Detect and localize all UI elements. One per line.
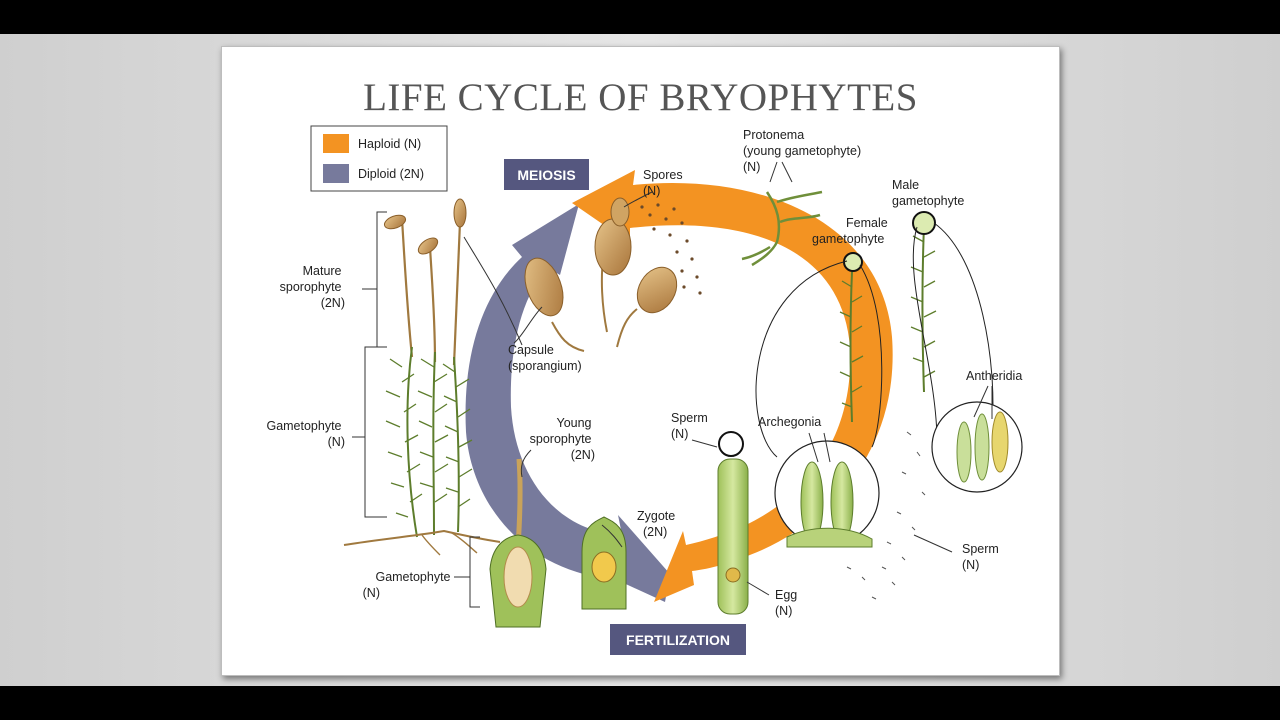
meiosis-label: MEIOSIS <box>517 167 575 183</box>
slide-title: LIFE CYCLE OF BRYOPHYTES <box>363 76 918 119</box>
male-gametophyte-illustration <box>910 211 937 393</box>
legend: Haploid (N) Diploid (2N) <box>310 125 448 192</box>
female-gametophyte-illustration <box>839 252 864 423</box>
antheridia-label: Antheridia <box>966 369 1022 383</box>
zygote-label: Zygote (2N) <box>637 509 679 539</box>
protonema-label: Protonema (young gametophyte) (N) <box>743 128 865 174</box>
spores-label: Spores (N) <box>643 168 686 198</box>
egg-archegonium-illustration <box>717 431 749 615</box>
spore-dots <box>640 203 702 295</box>
young-sporophyte-label: Young sporophyte (2N) <box>530 416 595 462</box>
meiosis-stage: MEIOSIS <box>504 159 589 190</box>
gametophyte-left-illustration <box>343 346 501 556</box>
mature-sporophyte-label: Mature sporophyte (2N) <box>280 264 345 310</box>
legend-diploid-label: Diploid (2N) <box>358 167 424 181</box>
male-gametophyte-label: Male gametophyte <box>892 178 964 208</box>
scattered-sperm <box>846 431 926 600</box>
text-labels: Protonema (young gametophyte) (N) Spores… <box>266 128 1022 618</box>
protonema-illustration <box>741 190 823 267</box>
capsule-illustration <box>524 197 678 352</box>
zygote-illustration <box>581 516 627 610</box>
female-gametophyte-label: Female gametophyte <box>812 216 891 246</box>
egg-label: Egg (N) <box>775 588 801 618</box>
meiosis-box <box>504 159 589 190</box>
young-sporophyte-illustration <box>489 458 547 628</box>
fertilization-box <box>610 624 746 655</box>
slide: LIFE CYCLE OF BRYOPHYTES Haploid (N) <box>221 46 1060 676</box>
leader-lines <box>352 161 993 608</box>
sperm-top-label: Sperm (N) <box>671 411 711 441</box>
fertilization-label: FERTILIZATION <box>626 632 730 648</box>
archegonia-label: Archegonia <box>758 415 821 429</box>
capsule-label: Capsule (sporangium) <box>508 343 582 373</box>
haploid-swatch <box>323 134 349 153</box>
gametophyte-bottom-label: Gametophyte (N) <box>363 570 454 600</box>
mature-sporophyte-illustration <box>383 198 467 366</box>
antheridia-callout <box>912 222 1023 493</box>
background-stage: LIFE CYCLE OF BRYOPHYTES Haploid (N) <box>0 34 1280 686</box>
sperm-right-label: Sperm (N) <box>962 542 1002 572</box>
diploid-arc <box>465 204 670 602</box>
archegonia-callout <box>755 260 883 548</box>
gametophyte-left-label: Gametophyte (N) <box>266 419 345 449</box>
diploid-swatch <box>323 164 349 183</box>
fertilization-stage: FERTILIZATION <box>610 624 746 655</box>
legend-haploid-label: Haploid (N) <box>358 137 421 151</box>
life-cycle-diagram: Haploid (N) Diploid (2N) MEIOSIS FERTILI… <box>266 125 1023 655</box>
